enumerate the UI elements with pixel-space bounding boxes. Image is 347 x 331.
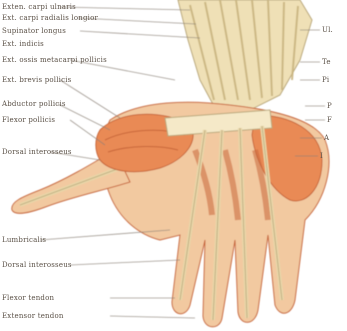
label-right-4: P [327, 102, 332, 110]
label-flexor-pollicis: Flexor pollicis [2, 116, 55, 124]
label-ext-brevis-pollicis: Ext. brevis pollicis [2, 76, 71, 84]
label-extensor-tendon: Extensor tendon [2, 312, 64, 320]
label-right-5: F [327, 116, 332, 124]
label-abductor-pollicis: Abductor pollicis [2, 100, 66, 108]
hand-drawing [12, 0, 329, 327]
label-ext-ossis-metacarpi: Ext. ossis metacarpi pollicis [2, 56, 107, 64]
label-ext-carpi-ulnaris: Exten. carpi ulnaris [2, 3, 76, 11]
label-right-7: I [320, 152, 323, 160]
forearm-tendons [178, 0, 312, 110]
label-dorsal-interosseus-2: Dorsal interosseus [2, 261, 72, 269]
label-right-1: Ul. [322, 26, 333, 34]
label-lumbricalis: Lumbricalis [2, 236, 46, 244]
label-right-3: Pi [322, 76, 329, 84]
label-right-2: Te [322, 58, 331, 66]
label-flexor-tendon: Flexor tendon [2, 294, 54, 302]
label-ext-carpi-radialis: Ext. carpi radialis longior [2, 14, 98, 22]
label-dorsal-interosseus-1: Dorsal interosseus [2, 148, 72, 156]
label-ext-indicis: Ext. indicis [2, 40, 44, 48]
label-right-6: A [324, 134, 329, 142]
label-supinator-longus: Supinator longus [2, 27, 66, 35]
